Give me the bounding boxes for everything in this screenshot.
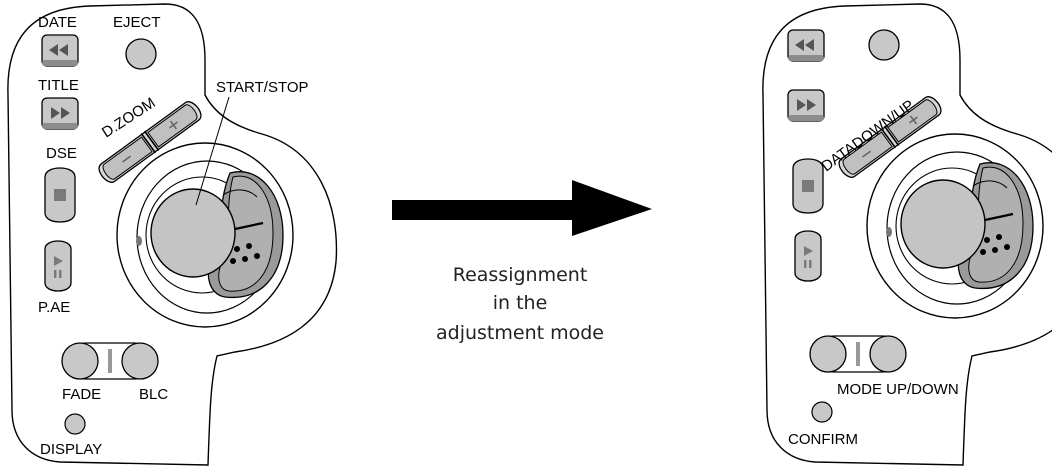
right-control-panel: DATADOWN/UP MODE UP/DOWN CONFIRM bbox=[762, 3, 1052, 466]
rewind-button bbox=[41, 34, 79, 67]
left-control-panel: DATE EJECT TITLE START/STOP D.ZOOM DSE P… bbox=[7, 3, 338, 466]
rewind-button bbox=[787, 29, 825, 62]
start-stop-leader-line bbox=[195, 96, 230, 206]
label-date: DATE bbox=[38, 14, 77, 31]
label-mode-up-down: MODE UP/DOWN bbox=[837, 381, 959, 398]
eject-button bbox=[868, 29, 900, 61]
caption-line-3: adjustment mode bbox=[436, 322, 604, 344]
label-fade: FADE bbox=[62, 386, 101, 403]
label-start-stop: START/STOP bbox=[216, 79, 309, 96]
label-confirm: CONFIRM bbox=[788, 431, 858, 448]
eject-button bbox=[125, 38, 157, 70]
mode-up-down-slider bbox=[809, 335, 907, 373]
fast-forward-button bbox=[41, 97, 79, 130]
label-blc: BLC bbox=[139, 386, 168, 403]
fade-blc-slider bbox=[61, 342, 159, 380]
mode-dial bbox=[865, 132, 1045, 320]
reassignment-arrow bbox=[392, 180, 652, 236]
play-pause-button bbox=[44, 240, 72, 292]
mode-dial bbox=[115, 141, 295, 329]
label-p-ae: P.AE bbox=[38, 299, 70, 316]
stop-button bbox=[44, 167, 76, 223]
confirm-button bbox=[811, 401, 833, 423]
label-eject: EJECT bbox=[113, 14, 161, 31]
play-pause-button bbox=[794, 230, 822, 282]
caption-line-2: in the bbox=[493, 292, 548, 314]
fast-forward-button bbox=[787, 89, 825, 122]
caption-line-1: Reassignment bbox=[453, 264, 588, 286]
display-button bbox=[64, 413, 86, 435]
label-dse: DSE bbox=[46, 145, 77, 162]
label-display: DISPLAY bbox=[40, 441, 102, 458]
label-title: TITLE bbox=[38, 77, 79, 94]
stop-button bbox=[792, 158, 824, 214]
